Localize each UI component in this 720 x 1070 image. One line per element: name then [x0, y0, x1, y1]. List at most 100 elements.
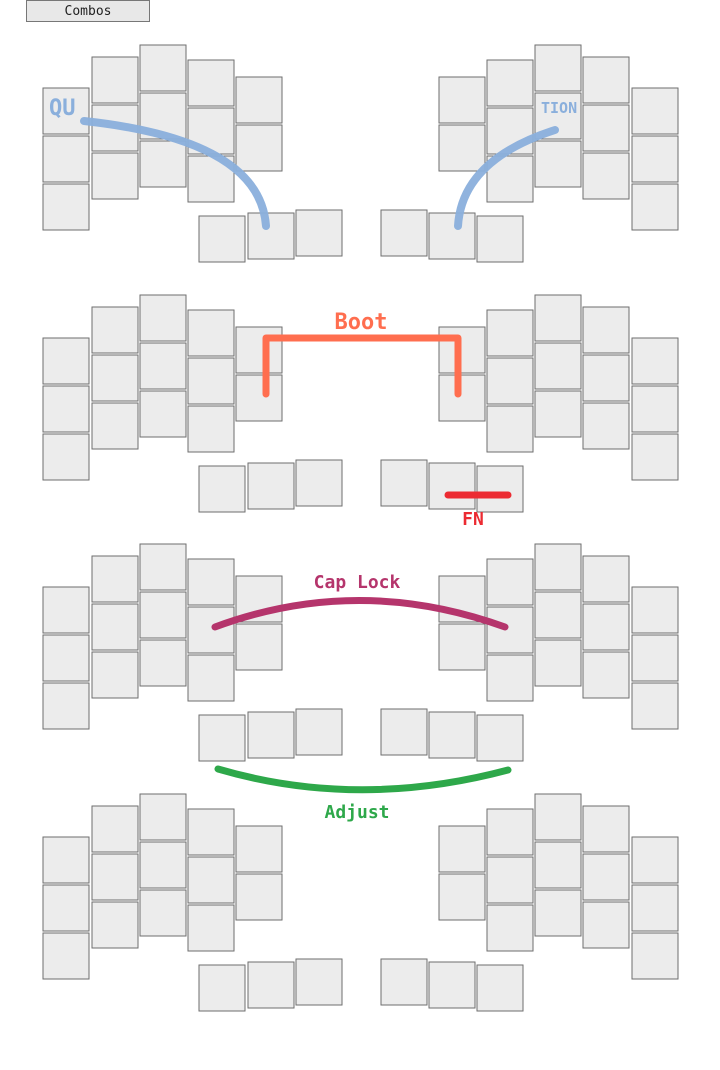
key [534, 294, 582, 342]
key [582, 306, 630, 354]
key [295, 459, 343, 507]
key [631, 682, 679, 730]
key [631, 586, 679, 634]
key [247, 212, 295, 260]
key [486, 606, 534, 654]
key [582, 104, 630, 152]
key [476, 714, 524, 762]
combo-adjust-label: Adjust [324, 802, 389, 823]
key [42, 634, 90, 682]
key [198, 465, 246, 513]
key [486, 357, 534, 405]
key [295, 708, 343, 756]
key [187, 405, 235, 453]
combo-qu-arc [80, 117, 270, 230]
key [235, 825, 283, 873]
page-title: Combos [26, 0, 150, 22]
key [247, 462, 295, 510]
key [534, 889, 582, 937]
key [198, 964, 246, 1012]
key [582, 402, 630, 450]
key [42, 682, 90, 730]
key [438, 326, 486, 374]
key [486, 309, 534, 357]
key [631, 433, 679, 481]
key [486, 654, 534, 702]
key [247, 961, 295, 1009]
key [187, 558, 235, 606]
key [42, 135, 90, 183]
key [486, 808, 534, 856]
key [428, 961, 476, 1009]
key [91, 152, 139, 200]
key [582, 853, 630, 901]
key [235, 873, 283, 921]
key [631, 884, 679, 932]
key [198, 714, 246, 762]
key [486, 59, 534, 107]
key [91, 651, 139, 699]
key [582, 603, 630, 651]
key [428, 711, 476, 759]
key [187, 59, 235, 107]
key [582, 901, 630, 949]
key [139, 793, 187, 841]
combo-fn-label: FN [462, 509, 484, 530]
key [139, 591, 187, 639]
key [91, 56, 139, 104]
key [476, 465, 524, 513]
key [91, 306, 139, 354]
key [534, 591, 582, 639]
key [247, 711, 295, 759]
key [534, 140, 582, 188]
key [486, 904, 534, 952]
key [42, 183, 90, 231]
key [139, 543, 187, 591]
combo-boot-label: Boot [335, 310, 388, 335]
key [295, 209, 343, 257]
key [380, 459, 428, 507]
key [428, 212, 476, 260]
key [139, 841, 187, 889]
key [534, 639, 582, 687]
key [380, 209, 428, 257]
key [534, 44, 582, 92]
key [380, 708, 428, 756]
key [438, 623, 486, 671]
key [42, 836, 90, 884]
key [486, 405, 534, 453]
key [42, 586, 90, 634]
key [438, 76, 486, 124]
key [476, 215, 524, 263]
key [91, 805, 139, 853]
combo-boot-bracket [262, 334, 462, 398]
key [486, 856, 534, 904]
key [235, 76, 283, 124]
key [139, 639, 187, 687]
key [91, 901, 139, 949]
key [428, 462, 476, 510]
combo-layer: QU TION Boot FN Cap Lock Adjust [49, 96, 577, 823]
key [582, 651, 630, 699]
key [582, 152, 630, 200]
key [235, 124, 283, 172]
key [534, 793, 582, 841]
key [582, 555, 630, 603]
key [295, 958, 343, 1006]
key [438, 825, 486, 873]
key [631, 135, 679, 183]
key [631, 183, 679, 231]
key [438, 873, 486, 921]
key [139, 889, 187, 937]
combo-caplock-arc [211, 597, 509, 631]
key [476, 964, 524, 1012]
key [187, 904, 235, 952]
key [42, 932, 90, 980]
keys-layer [42, 44, 679, 1012]
key [91, 603, 139, 651]
key [91, 853, 139, 901]
combo-qu-label: QU [49, 96, 76, 121]
key [631, 836, 679, 884]
key [42, 337, 90, 385]
